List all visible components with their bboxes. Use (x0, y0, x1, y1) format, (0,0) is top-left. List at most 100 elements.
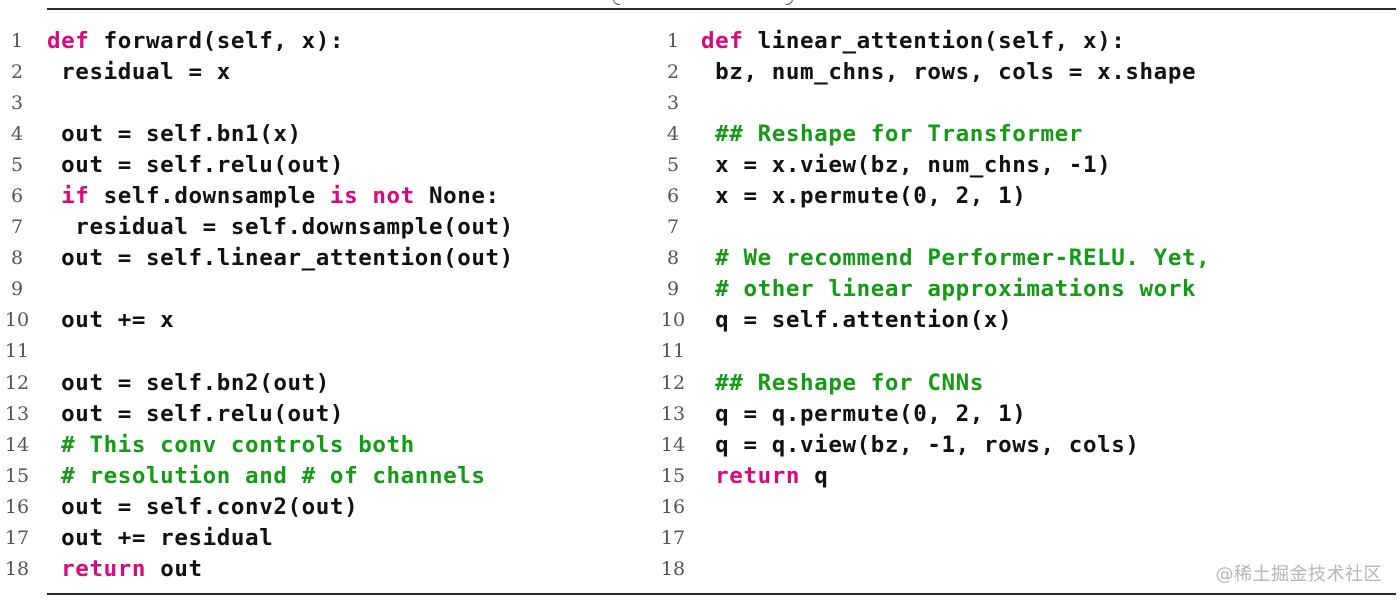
line-number: 12 (4, 371, 30, 394)
line-number: 8 (666, 247, 680, 270)
line-number: 9 (10, 278, 24, 301)
code-text: ## Reshape for Transformer (701, 119, 1083, 150)
top-rule (47, 8, 1396, 10)
code-line: 8 out = self.linear_attention(out) (0, 243, 650, 274)
code-line: 7 (655, 212, 1400, 243)
code-text: x = x.view(bz, num_chns, -1) (701, 150, 1111, 181)
code-text: ## Reshape for CNNs (701, 368, 984, 399)
code-line: 13 q = q.permute(0, 2, 1) (655, 399, 1400, 430)
code-token (47, 463, 61, 489)
comment-token: ## Reshape for Transformer (715, 121, 1083, 148)
code-text: out = self.conv2(out) (47, 492, 358, 523)
code-token: out = self.bn1(x) (47, 121, 302, 148)
code-line: 10 out += x (0, 305, 650, 336)
code-text: # This conv controls both (47, 430, 415, 461)
line-number: 6 (10, 185, 24, 208)
code-text: q = q.permute(0, 2, 1) (701, 399, 1026, 430)
keyword-token: def (47, 28, 90, 54)
code-line: 2 residual = x (0, 57, 650, 88)
keyword-token: if (61, 183, 90, 210)
code-line: 4 out = self.bn1(x) (0, 119, 650, 150)
code-token (701, 276, 715, 302)
code-line: 2 bz, num_chns, rows, cols = x.shape (655, 57, 1400, 88)
line-number: 10 (660, 309, 686, 332)
bracket-left (613, 0, 620, 5)
comment-token: # resolution and # of channels (61, 462, 486, 489)
code-text: out = self.relu(out) (47, 399, 344, 430)
code-token: bz, num_chns, rows, cols = x.shape (701, 59, 1197, 86)
code-line: 18 return out (0, 554, 650, 585)
line-number: 2 (666, 61, 680, 84)
code-token: out = self.relu(out) (47, 400, 345, 427)
code-line: 5 out = self.relu(out) (0, 150, 650, 181)
code-line: 9 # other linear approximations work (655, 274, 1400, 305)
line-number: 18 (4, 557, 30, 580)
line-number: 15 (4, 464, 30, 487)
line-number: 12 (660, 371, 686, 394)
code-line: 14 # This conv controls both (0, 430, 650, 461)
code-token: q = q.view(bz, -1, rows, cols) (701, 431, 1140, 458)
code-token: x = x.permute(0, 2, 1) (701, 183, 1027, 210)
code-line: 1 def linear_attention(self, x): (655, 26, 1400, 57)
line-number: 5 (10, 154, 24, 177)
code-line: 3 (655, 88, 1400, 119)
code-token: forward(self, x): (89, 28, 345, 54)
code-token (47, 432, 61, 458)
line-number: 13 (660, 402, 686, 425)
keyword-token: def (701, 28, 744, 54)
line-number: 7 (10, 216, 24, 239)
code-line: 16 out = self.conv2(out) (0, 492, 650, 523)
code-text: residual = x (47, 57, 231, 88)
line-number: 11 (660, 340, 686, 363)
line-number: 1 (666, 30, 680, 52)
line-number: 11 (4, 340, 30, 363)
code-line: 14 q = q.view(bz, -1, rows, cols) (655, 430, 1400, 461)
code-text: bz, num_chns, rows, cols = x.shape (701, 57, 1196, 88)
line-number: 4 (10, 123, 24, 146)
code-token: self.downsample (89, 183, 330, 210)
line-number: 3 (666, 92, 680, 115)
code-token: residual = self.downsample(out) (47, 214, 514, 241)
code-line: 11 (0, 336, 650, 367)
code-token: out = self.conv2(out) (47, 493, 359, 520)
comment-token: ## Reshape for CNNs (715, 369, 984, 396)
line-number: 5 (666, 154, 680, 177)
code-text: x = x.permute(0, 2, 1) (701, 181, 1026, 212)
line-number: 9 (666, 278, 680, 301)
code-token: out = self.relu(out) (47, 152, 345, 179)
bottom-rule (47, 593, 1396, 595)
comment-token: # This conv controls both (61, 431, 415, 458)
code-token (47, 183, 61, 209)
line-number: 14 (660, 433, 686, 456)
code-text: out = self.bn1(x) (47, 119, 302, 150)
comment-token: # We recommend Performer-RELU. Yet, (715, 245, 1211, 272)
code-token: linear_attention(self, x): (743, 28, 1126, 54)
code-text: if self.downsample is not None: (47, 181, 500, 212)
code-line: 4 ## Reshape for Transformer (655, 119, 1400, 150)
code-line: 6 x = x.permute(0, 2, 1) (655, 181, 1400, 212)
code-token: None: (414, 183, 500, 210)
code-text: def linear_attention(self, x): (701, 26, 1125, 57)
line-number: 17 (660, 526, 686, 549)
keyword-token: return (715, 462, 801, 489)
code-text: return out (47, 554, 203, 585)
code-token (701, 370, 715, 396)
code-token: out (146, 555, 203, 582)
code-line: 12 out = self.bn2(out) (0, 368, 650, 399)
line-number: 15 (660, 464, 686, 487)
line-number: 10 (4, 309, 30, 332)
code-line: 15 # resolution and # of channels (0, 461, 650, 492)
keyword-token: is not (329, 183, 415, 210)
line-number: 3 (10, 92, 24, 115)
code-line: 6 if self.downsample is not None: (0, 181, 650, 212)
code-token: residual = x (47, 59, 231, 86)
code-token (701, 121, 715, 147)
code-text: out = self.relu(out) (47, 150, 344, 181)
code-line: 3 (0, 88, 650, 119)
comment-token: # other linear approximations work (715, 276, 1197, 303)
code-line: 11 (655, 336, 1400, 367)
code-text: out = self.bn2(out) (47, 368, 330, 399)
